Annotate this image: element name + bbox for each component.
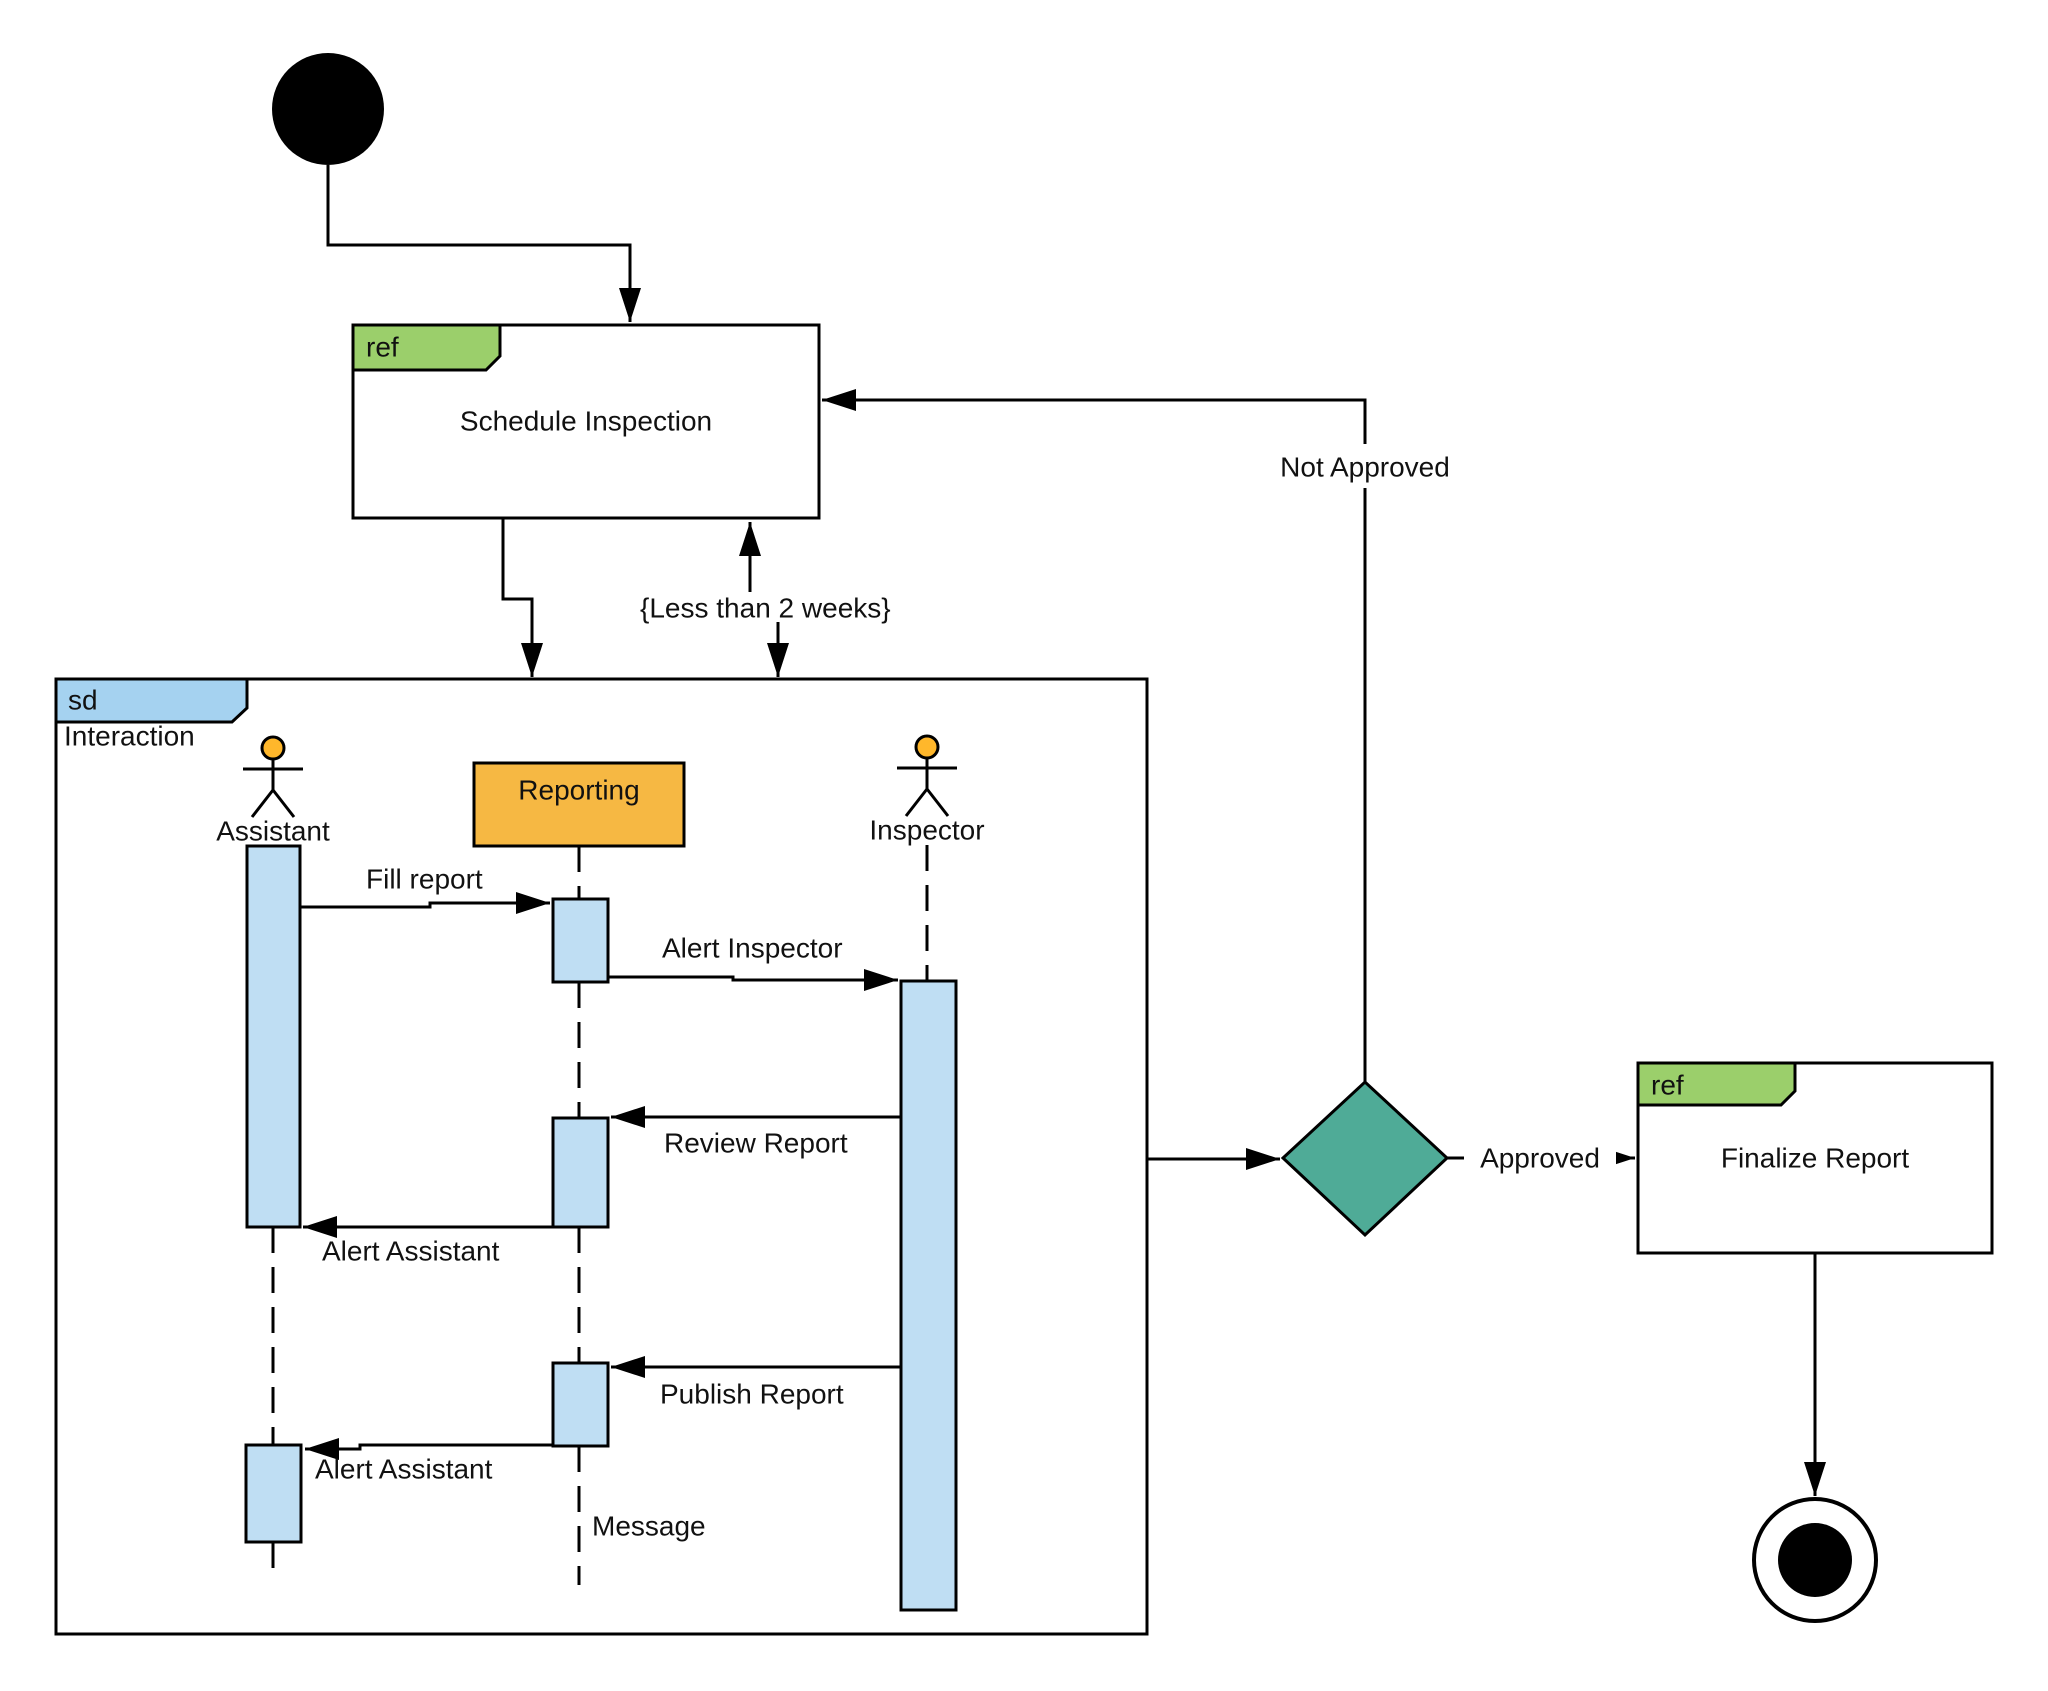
object-reporting: Reporting	[472, 761, 686, 848]
ref-tab-label: ref	[1651, 1070, 1684, 1101]
sd-tab-label: sd	[68, 685, 98, 716]
finalize-report-node: ref Finalize Report	[1636, 1061, 1994, 1255]
edge-schedule-to-frame	[501, 518, 543, 677]
ref-tab	[1636, 1061, 1797, 1107]
actor-inspector: Inspector	[869, 734, 985, 846]
svg-text:Alert Assistant: Alert Assistant	[322, 1236, 500, 1267]
sd-tab	[54, 677, 249, 724]
svg-text:Fill report: Fill report	[366, 864, 483, 895]
svg-text:Approved: Approved	[1480, 1143, 1600, 1174]
svg-text:Alert Inspector: Alert Inspector	[662, 933, 843, 964]
message-fill-report: Fill report	[300, 864, 550, 914]
message-alert-assistant-1: Alert Assistant	[303, 1216, 553, 1267]
message-alert-inspector: Alert Inspector	[608, 933, 898, 991]
message-review-report: Review Report	[611, 1106, 901, 1159]
frame-name-label: Interaction	[64, 721, 195, 752]
schedule-inspection-node: ref Schedule Inspection	[351, 323, 821, 520]
final-node	[1752, 1497, 1878, 1623]
message-label-message: Message	[592, 1511, 706, 1542]
activation-assistant-long	[245, 844, 302, 1229]
svg-text:Alert Assistant: Alert Assistant	[315, 1454, 493, 1485]
assistant-label: Assistant	[216, 816, 330, 847]
message-alert-assistant-2: Alert Assistant	[305, 1438, 553, 1485]
activation-reporting-3	[551, 1361, 610, 1448]
initial-node	[272, 53, 384, 165]
svg-text:Not Approved: Not Approved	[1280, 452, 1450, 483]
decision-diamond	[1280, 1079, 1450, 1238]
ref-tab-label: ref	[366, 332, 399, 363]
svg-text:Review Report: Review Report	[664, 1128, 848, 1159]
svg-text:Publish Report: Publish Report	[660, 1379, 844, 1410]
edge-initial-to-schedule	[326, 165, 641, 322]
edge-not-approved	[822, 389, 1367, 1082]
activation-reporting-1	[551, 897, 610, 984]
ref-tab	[351, 323, 502, 372]
finalize-report-title: Finalize Report	[1721, 1143, 1910, 1174]
activation-inspector	[899, 979, 958, 1612]
activation-bars	[244, 844, 958, 1612]
svg-text:Message: Message	[592, 1511, 706, 1542]
actor-assistant: Assistant	[216, 735, 330, 847]
approved-label: Approved	[1464, 1135, 1616, 1179]
activation-assistant-small	[244, 1443, 303, 1544]
inspector-label: Inspector	[869, 815, 984, 846]
reporting-label: Reporting	[518, 775, 639, 806]
constraint-label: {Less than 2 weeks}	[640, 593, 891, 624]
message-publish-report: Publish Report	[611, 1356, 901, 1410]
schedule-inspection-title: Schedule Inspection	[460, 406, 712, 437]
actor-head	[260, 735, 286, 761]
actor-head	[914, 734, 940, 760]
activation-reporting-2	[551, 1116, 610, 1229]
not-approved-label: Not Approved	[1270, 444, 1460, 488]
